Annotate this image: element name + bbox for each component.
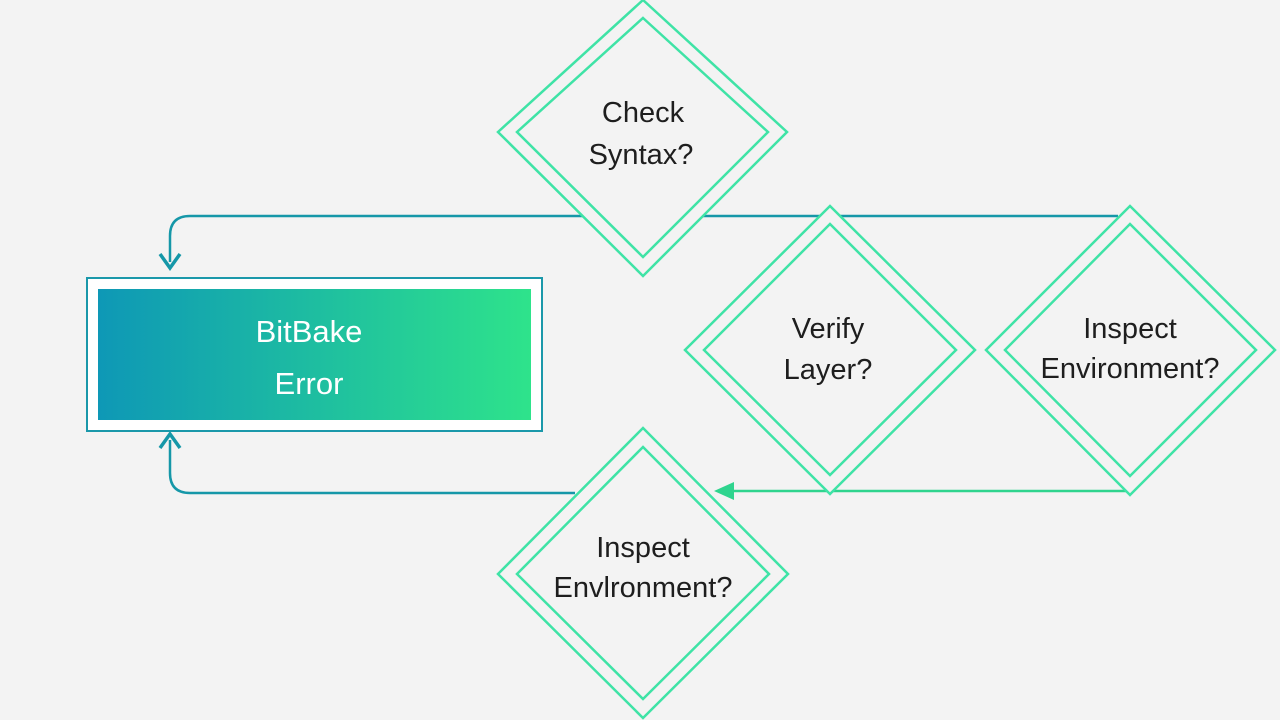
connector-bottom-to-start (158, 430, 575, 495)
decision-check-syntax[interactable]: Check Syntax? (496, 0, 789, 278)
decision-inspect-environment-bottom[interactable]: Inspect Envlronment? (496, 426, 790, 720)
start-node-bitbake-error[interactable]: BitBake Error (86, 277, 543, 432)
arrowhead-left-icon (714, 482, 734, 500)
decision-inspect-environment-right[interactable]: Inspect Environment? (984, 204, 1277, 497)
arrowhead-up-icon (158, 430, 182, 450)
decision-verify-layer-line1: Verify (792, 313, 865, 345)
connector-top-to-start (158, 214, 1118, 272)
arrowhead-down-icon (158, 252, 182, 272)
connector-env-to-bottom-decision (714, 482, 1130, 500)
decision-inspect-environment-right-line2: Environment? (1041, 353, 1220, 385)
decision-inspect-environment-bottom-line2: Envlronment? (554, 572, 733, 604)
decision-check-syntax-line2: Syntax? (589, 139, 694, 171)
decision-inspect-environment-bottom-line1: Inspect (596, 532, 690, 564)
decision-verify-layer[interactable]: Verify Layer? (683, 204, 977, 496)
decision-verify-layer-line2: Layer? (784, 354, 873, 386)
start-node-label-line1: BitBake (256, 314, 363, 349)
decision-check-syntax-line1: Check (602, 97, 685, 129)
decision-inspect-environment-right-line1: Inspect (1083, 313, 1177, 345)
start-node-label-line2: Error (275, 366, 344, 401)
